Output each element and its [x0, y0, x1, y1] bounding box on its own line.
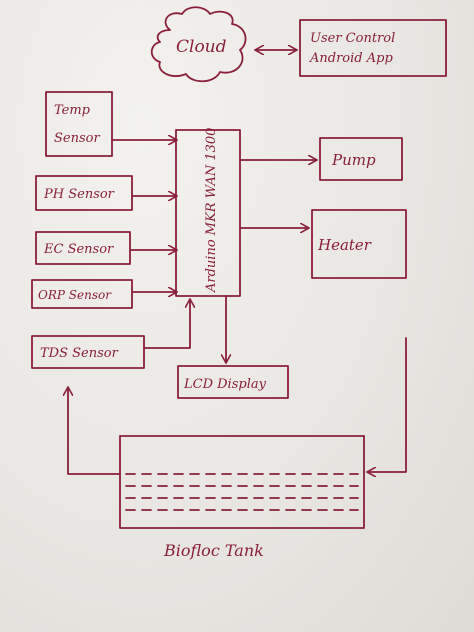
cloud-shape — [150, 6, 247, 83]
arduino-box — [175, 129, 241, 297]
cloud-label: Cloud — [176, 37, 227, 57]
biofloc-tank-node: Biofloc Tank — [119, 435, 365, 560]
heater-label: Heater — [317, 236, 372, 254]
ec-sensor-label: EC Sensor — [43, 242, 114, 257]
tds-sensor-box — [31, 335, 145, 369]
pump-box — [319, 137, 403, 181]
pump-node: Pump — [319, 137, 403, 181]
user-control-line1: User Control — [310, 31, 395, 46]
tds-sensor-label: TDS Sensor — [40, 346, 119, 361]
tds-to-arduino-arrow — [143, 300, 190, 349]
orp-sensor-label: ORP Sensor — [38, 288, 112, 302]
arduino-label: Arduino MKR WAN 1300 — [204, 128, 219, 293]
user-control-line2: Android App — [309, 51, 393, 66]
tank-to-tds-arrow — [68, 388, 121, 475]
heater-node: Heater — [311, 209, 407, 279]
tds-sensor-node: TDS Sensor — [31, 335, 145, 369]
lcd-label: LCD Display — [183, 377, 267, 392]
temp-sensor-line2: Sensor — [54, 131, 100, 146]
temp-sensor-node: Temp Sensor — [45, 91, 113, 157]
cloud-node: Cloud — [150, 6, 247, 83]
lcd-box — [177, 365, 289, 399]
water-lines — [125, 473, 359, 511]
return-to-tank-arrow — [368, 337, 407, 472]
arduino-node: Arduino MKR WAN 1300 — [175, 128, 241, 297]
ec-sensor-node: EC Sensor — [35, 231, 131, 265]
orp-sensor-box — [31, 279, 133, 309]
ph-sensor-box — [35, 175, 133, 211]
ec-sensor-box — [35, 231, 131, 265]
orp-sensor-node: ORP Sensor — [31, 279, 133, 309]
pump-label: Pump — [331, 151, 376, 169]
temp-sensor-line1: Temp — [54, 103, 91, 118]
lcd-node: LCD Display — [177, 365, 289, 399]
heater-box — [311, 209, 407, 279]
user-control-box — [299, 19, 447, 77]
ph-sensor-node: PH Sensor — [35, 175, 133, 211]
tank-walls — [119, 435, 365, 529]
tank-label: Biofloc Tank — [163, 541, 264, 560]
user-control-node: User Control Android App — [299, 19, 447, 77]
ph-sensor-label: PH Sensor — [43, 187, 115, 202]
temp-sensor-box — [45, 91, 113, 157]
